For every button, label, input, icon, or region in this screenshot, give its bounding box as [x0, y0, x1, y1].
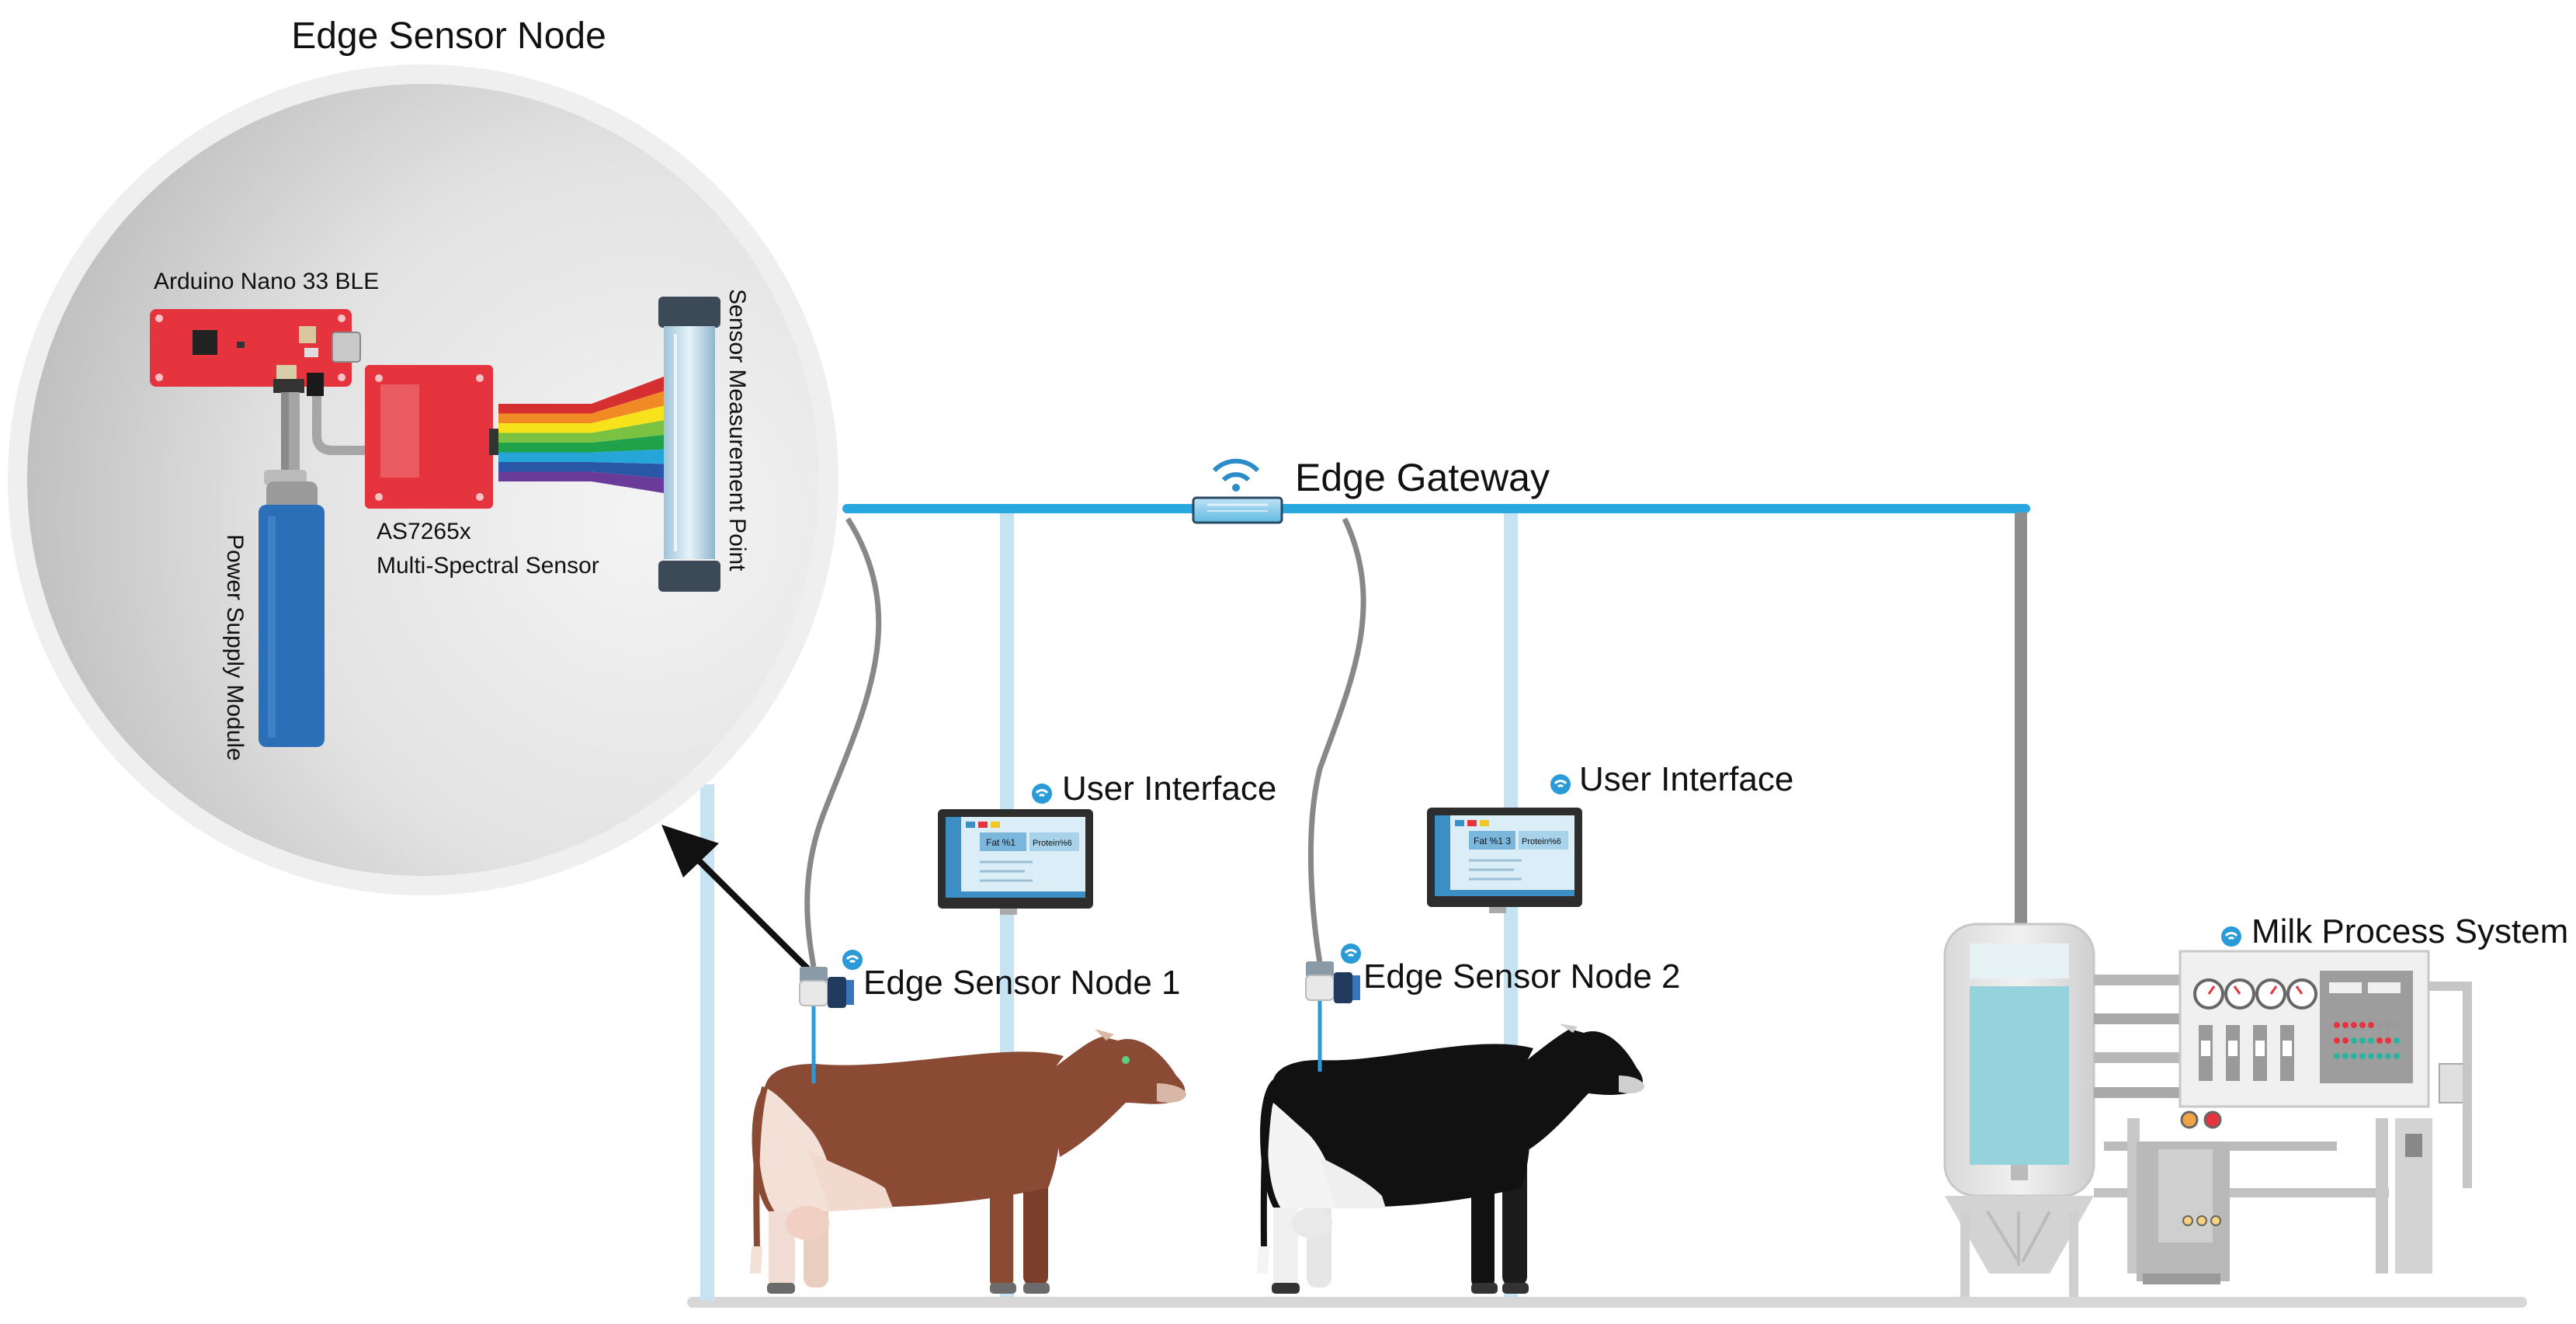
indicator-light — [2351, 1022, 2357, 1028]
sensor-label-line1: AS7265x — [377, 519, 471, 544]
node2-label: Edge Sensor Node 2 — [1363, 957, 1681, 996]
ui1-label: User Interface — [1062, 770, 1276, 808]
gateway-wifi-icon — [1212, 458, 1260, 492]
process-label: Milk Process System — [2251, 912, 2568, 950]
indicator-light — [2334, 1022, 2340, 1028]
ui2-screen-protein: Protein%6 — [1522, 837, 1561, 846]
cow-1 — [750, 1029, 1186, 1294]
sensor-label-line2: Multi-Spectral Sensor — [377, 553, 599, 579]
indicator-light — [2376, 1053, 2383, 1059]
indicator-light — [2394, 1053, 2400, 1059]
spectral-sensor-board — [365, 365, 498, 509]
node2-wifi-icon — [1341, 943, 1361, 964]
ui1-screen-fat: Fat %1 — [986, 837, 1015, 848]
indicator-light — [2342, 1037, 2349, 1044]
sensor-cable-2 — [1307, 517, 1366, 964]
indicator-light — [2368, 1022, 2374, 1028]
indicator-lights — [2334, 1022, 2400, 1059]
floor-rail — [687, 1297, 2527, 1308]
spectrum-band — [498, 471, 664, 493]
measurement-label: Sensor Measurement Point — [724, 289, 750, 572]
arduino-label: Arduino Nano 33 BLE — [154, 269, 379, 294]
sensor-cable-1 — [804, 517, 882, 968]
indicator-light — [2342, 1053, 2349, 1059]
ui1-wifi-icon — [1032, 784, 1052, 804]
indicator-light — [2385, 1037, 2391, 1044]
zoom-title: Edge Sensor Node — [291, 16, 606, 57]
indicator-light — [2394, 1037, 2400, 1044]
measurement-tube — [658, 297, 720, 592]
indicator-light — [2351, 1037, 2357, 1044]
milk-process-system: Milk Process System — [1943, 912, 2568, 1297]
user-interface-2: Fat %1 3 Protein%6 User Interface — [1427, 760, 1793, 913]
indicator-light — [2385, 1022, 2391, 1028]
indicator-light — [2334, 1037, 2340, 1044]
indicator-light — [2359, 1022, 2366, 1028]
indicator-light — [2376, 1022, 2383, 1028]
process-feed-pipe — [2015, 513, 2027, 932]
cow-2 — [1257, 1023, 1644, 1294]
sensor-node-zoom: Edge Sensor Node Arduino Nano 33 BLE AS7… — [8, 16, 838, 895]
user-interface-1: Fat %1 Protein%6 User Interface — [938, 770, 1276, 915]
ui2-wifi-icon — [1550, 774, 1571, 794]
indicator-light — [2359, 1053, 2366, 1059]
power-label: Power Supply Module — [222, 534, 248, 761]
process-wifi-icon — [2221, 926, 2241, 947]
indicator-light — [2376, 1037, 2383, 1044]
ui2-label: User Interface — [1579, 760, 1793, 798]
spectrum-band — [498, 449, 664, 464]
edge-sensor-node-1: Edge Sensor Node 1 — [799, 950, 1181, 1083]
network-backbone — [842, 504, 2030, 513]
power-supply-battery — [259, 481, 325, 747]
gauges — [2193, 978, 2317, 1010]
ui2-screen-fat: Fat %1 3 — [1474, 836, 1511, 846]
indicator-light — [2394, 1022, 2400, 1028]
spectrum-band — [498, 435, 664, 453]
node1-label: Edge Sensor Node 1 — [863, 964, 1181, 1002]
spectrum-band — [498, 405, 664, 433]
spectrum-band — [498, 391, 664, 423]
indicator-light — [2385, 1053, 2391, 1059]
edge-gateway: Edge Gateway — [1192, 456, 1550, 524]
spectrum-band — [498, 377, 664, 414]
zoom-arrow — [661, 825, 816, 977]
spectrum-band — [498, 462, 664, 479]
spectrum-band — [498, 420, 664, 443]
indicator-light — [2359, 1037, 2366, 1044]
indicator-light — [2334, 1053, 2340, 1059]
arduino-board — [150, 309, 361, 387]
indicator-light — [2342, 1022, 2349, 1028]
spectrum-beam — [498, 377, 664, 493]
edge-sensor-node-2: Edge Sensor Node 2 — [1305, 943, 1681, 1072]
node1-wifi-icon — [842, 950, 863, 970]
indicator-light — [2368, 1053, 2374, 1059]
gateway-label: Edge Gateway — [1295, 456, 1550, 499]
indicator-light — [2368, 1037, 2374, 1044]
ui1-screen-protein: Protein%6 — [1033, 839, 1072, 848]
indicator-light — [2351, 1053, 2357, 1059]
